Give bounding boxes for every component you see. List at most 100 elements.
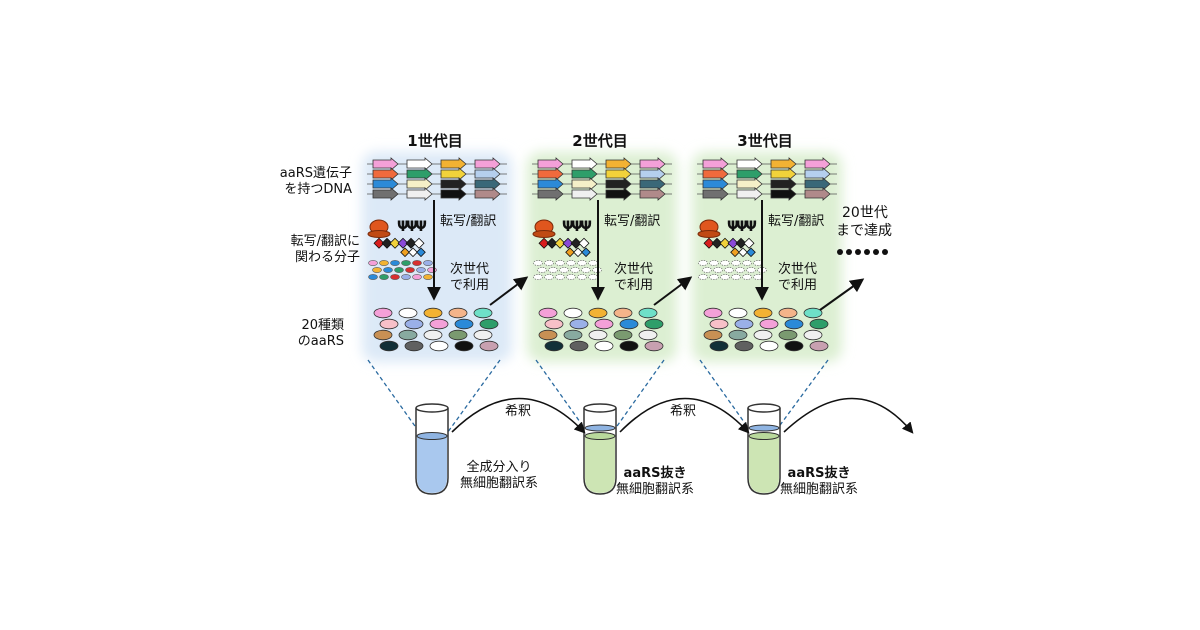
- translation-factor: [533, 274, 543, 280]
- trna-icon: Ψ: [727, 219, 739, 235]
- reuse-label-gen1-line2: で利用: [450, 278, 490, 293]
- translation-factor: [368, 260, 378, 266]
- dilution-label-1: 希釈: [505, 404, 532, 419]
- translation-factor: [548, 267, 558, 273]
- aars-enzyme: [753, 329, 773, 341]
- translation-factor: [702, 267, 712, 273]
- tube-gen2: [583, 403, 617, 495]
- aars-enzyme: [454, 318, 474, 330]
- aars-enzyme: [588, 329, 608, 341]
- aars-enzyme: [753, 307, 773, 319]
- translation-factor: [383, 267, 393, 273]
- aars-enzyme: [809, 340, 829, 352]
- aars-enzyme: [479, 318, 499, 330]
- amino-acid-icon: [570, 237, 582, 249]
- gene-arrow: [702, 177, 729, 191]
- gene-arrow: [804, 177, 831, 191]
- gene-arrow: [474, 157, 501, 171]
- translation-factor: [698, 274, 708, 280]
- translation-factor: [709, 260, 719, 266]
- tube-gen1: [415, 403, 449, 495]
- trna-icon: Ψ: [745, 219, 757, 235]
- aars-enzyme: [784, 340, 804, 352]
- continuation-dots: [837, 249, 888, 255]
- gene-arrow: [440, 177, 467, 191]
- gene-arrow: [372, 167, 399, 181]
- translation-factor: [427, 267, 437, 273]
- gene-arrow: [770, 177, 797, 191]
- aars-enzyme: [448, 329, 468, 341]
- gene-arrow: [406, 167, 433, 181]
- translation-factor: [416, 267, 426, 273]
- translation-factor: [713, 267, 723, 273]
- trna-icon: Ψ: [571, 219, 583, 235]
- amino-acid-icon: [389, 237, 401, 249]
- reuse-label-gen3: 次世代 で利用: [778, 262, 817, 294]
- translation-factor: [588, 274, 598, 280]
- gene-arrow: [440, 187, 467, 201]
- trna-icon: Ψ: [580, 219, 592, 235]
- aars-enzyme: [538, 307, 558, 319]
- reuse-label-gen2-line2: で利用: [614, 278, 654, 293]
- dilution-arrow-1: [451, 397, 586, 434]
- gene-arrow: [770, 157, 797, 171]
- aars-enzyme: [619, 340, 639, 352]
- translation-factor: [570, 267, 580, 273]
- aars-enzyme: [638, 329, 658, 341]
- gene-arrow: [440, 157, 467, 171]
- gene-arrow: [537, 167, 564, 181]
- translation-factor: [423, 260, 433, 266]
- reuse-label-gen3-line2: で利用: [778, 278, 818, 293]
- aars-enzyme: [423, 329, 443, 341]
- trna-icon: Ψ: [406, 219, 418, 235]
- dna-strands: [367, 157, 837, 201]
- aars-enzyme: [429, 318, 449, 330]
- aars-enzyme: [544, 340, 564, 352]
- amino-acid-icon: [413, 237, 425, 249]
- aars-enzyme: [728, 329, 748, 341]
- gene-arrow: [406, 187, 433, 201]
- gene-arrow: [372, 157, 399, 171]
- gene-arrow: [736, 177, 763, 191]
- tube-label-gen1: 全成分入り 無細胞翻訳系: [460, 460, 538, 492]
- gene-arrow: [702, 187, 729, 201]
- translation-factor: [731, 260, 741, 266]
- amino-acid-icon: [743, 237, 755, 249]
- translation-factor: [537, 267, 547, 273]
- gene-arrow: [571, 157, 598, 171]
- panel-gen2: [527, 152, 677, 362]
- aars-enzyme: [613, 329, 633, 341]
- amino-acid-icon: [573, 247, 583, 258]
- gene-arrow: [702, 157, 729, 171]
- ribosome-base-icon: [697, 230, 721, 238]
- tube-label-gen3-line1: aaRS抜き: [787, 466, 851, 481]
- gene-arrow: [537, 177, 564, 191]
- aars-enzyme: [588, 307, 608, 319]
- aars-label: 20種類 のaaRS: [298, 318, 344, 350]
- trna-icon: Ψ: [736, 219, 748, 235]
- aars-enzyme: [644, 340, 664, 352]
- amino-acid-icon: [554, 237, 566, 249]
- aars-enzyme: [373, 307, 393, 319]
- translation-factor: [555, 260, 565, 266]
- aars-enzyme: [734, 318, 754, 330]
- gen2-title: 2世代目: [572, 132, 628, 150]
- translation-factor: [405, 267, 415, 273]
- aars-enzyme: [538, 329, 558, 341]
- aars-enzyme: [398, 329, 418, 341]
- ribosome-base-icon: [367, 230, 391, 238]
- aars-enzyme: [594, 318, 614, 330]
- aars-enzyme: [373, 329, 393, 341]
- translation-factor: [544, 274, 554, 280]
- gene-arrow: [474, 167, 501, 181]
- aars-enzyme: [613, 307, 633, 319]
- tube-label-gen2-line1: aaRS抜き: [623, 466, 687, 481]
- gene-arrow: [702, 167, 729, 181]
- amino-acid-icon: [405, 237, 417, 249]
- dilution-arrow-2: [619, 397, 750, 434]
- translation-factor: [709, 274, 719, 280]
- translation-factor: [390, 260, 400, 266]
- gene-arrow: [571, 187, 598, 201]
- amino-acid-icon: [546, 237, 558, 249]
- ribosome-base-icon: [532, 230, 556, 238]
